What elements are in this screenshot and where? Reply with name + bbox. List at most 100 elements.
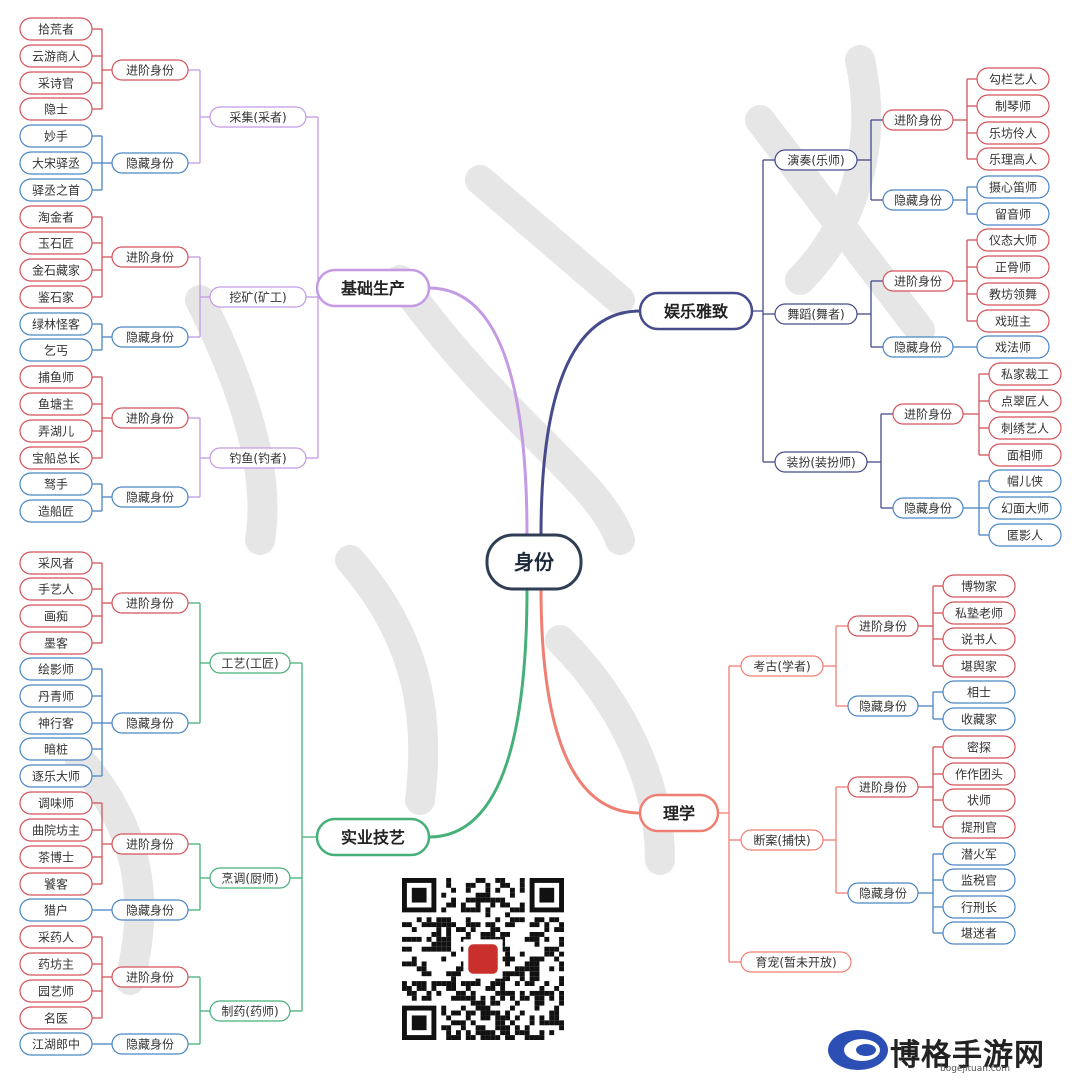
branch-ent[interactable]: 娱乐雅致 — [638, 291, 754, 331]
leaf-basic-1-0-3[interactable]: 鉴石家 — [19, 285, 93, 309]
group-sci-0-1[interactable]: 隐藏身份 — [847, 695, 919, 717]
leaf-basic-2-0-1[interactable]: 鱼塘主 — [19, 392, 93, 416]
sub-basic-0[interactable]: 采集(采者) — [209, 106, 307, 128]
leaf-craft-0-0-3[interactable]: 墨客 — [19, 631, 93, 655]
group-ent-1-0[interactable]: 进阶身份 — [882, 270, 954, 292]
sub-sci-2[interactable]: 育宠(暂未开放) — [740, 951, 852, 973]
leaf-craft-1-0-3[interactable]: 饕客 — [19, 872, 93, 896]
leaf-ent-0-0-0[interactable]: 勾栏艺人 — [976, 67, 1050, 91]
leaf-craft-2-1-0[interactable]: 江湖郎中 — [19, 1032, 93, 1056]
group-ent-1-1[interactable]: 隐藏身份 — [882, 336, 954, 358]
sub-craft-0[interactable]: 工艺(工匠) — [209, 652, 291, 674]
sub-craft-2[interactable]: 制药(药师) — [209, 1000, 291, 1022]
group-ent-2-0[interactable]: 进阶身份 — [892, 403, 964, 425]
root-node[interactable]: 身份 — [485, 533, 583, 591]
leaf-craft-2-0-1[interactable]: 药坊主 — [19, 952, 93, 976]
leaf-sci-0-1-0[interactable]: 相士 — [942, 680, 1016, 704]
leaf-basic-1-1-0[interactable]: 绿林怪客 — [19, 312, 93, 336]
leaf-ent-1-0-1[interactable]: 正骨师 — [976, 255, 1050, 279]
leaf-ent-2-0-1[interactable]: 点翠匠人 — [988, 389, 1062, 413]
group-craft-2-0[interactable]: 进阶身份 — [111, 966, 189, 988]
leaf-sci-0-0-0[interactable]: 博物家 — [942, 574, 1016, 598]
leaf-sci-1-1-3[interactable]: 堪迷者 — [942, 921, 1016, 945]
leaf-sci-1-0-0[interactable]: 密探 — [942, 735, 1016, 759]
sub-ent-2[interactable]: 装扮(装扮师) — [774, 451, 868, 473]
leaf-basic-2-0-0[interactable]: 捕鱼师 — [19, 365, 93, 389]
leaf-basic-1-0-0[interactable]: 淘金者 — [19, 205, 93, 229]
leaf-craft-0-1-4[interactable]: 逐乐大师 — [19, 764, 93, 788]
leaf-craft-2-0-3[interactable]: 名医 — [19, 1006, 93, 1030]
group-craft-1-0[interactable]: 进阶身份 — [111, 833, 189, 855]
leaf-sci-1-1-1[interactable]: 监税官 — [942, 868, 1016, 892]
sub-craft-1[interactable]: 烹调(厨师) — [209, 867, 291, 889]
leaf-basic-0-1-0[interactable]: 妙手 — [19, 124, 93, 148]
branch-basic[interactable]: 基础生产 — [315, 268, 431, 308]
leaf-ent-1-1-0[interactable]: 戏法师 — [976, 335, 1050, 359]
group-ent-0-1[interactable]: 隐藏身份 — [882, 189, 954, 211]
leaf-craft-0-1-3[interactable]: 暗桩 — [19, 737, 93, 761]
leaf-ent-2-1-1[interactable]: 幻面大师 — [988, 496, 1062, 520]
group-sci-1-1[interactable]: 隐藏身份 — [847, 882, 919, 904]
leaf-craft-1-1-0[interactable]: 猎户 — [19, 898, 93, 922]
leaf-sci-0-0-1[interactable]: 私塾老师 — [942, 601, 1016, 625]
leaf-basic-0-0-1[interactable]: 云游商人 — [19, 44, 93, 68]
leaf-ent-0-1-0[interactable]: 摄心笛师 — [976, 175, 1050, 199]
sub-sci-1[interactable]: 断案(捕快) — [740, 829, 824, 851]
leaf-craft-0-0-1[interactable]: 手艺人 — [19, 577, 93, 601]
leaf-ent-1-0-2[interactable]: 教坊领舞 — [976, 282, 1050, 306]
leaf-basic-0-1-1[interactable]: 大宋驿丞 — [19, 151, 93, 175]
group-craft-0-1[interactable]: 隐藏身份 — [111, 712, 189, 734]
group-basic-2-1[interactable]: 隐藏身份 — [111, 486, 189, 508]
leaf-basic-2-1-0[interactable]: 驽手 — [19, 472, 93, 496]
sub-ent-1[interactable]: 舞蹈(舞者) — [774, 303, 858, 325]
leaf-craft-1-0-2[interactable]: 茶博士 — [19, 845, 93, 869]
leaf-basic-0-0-0[interactable]: 拾荒者 — [19, 17, 93, 41]
leaf-basic-2-1-1[interactable]: 造船匠 — [19, 499, 93, 523]
branch-sci[interactable]: 理学 — [638, 793, 720, 833]
leaf-craft-0-0-0[interactable]: 采风者 — [19, 551, 93, 575]
leaf-craft-2-0-0[interactable]: 采药人 — [19, 925, 93, 949]
leaf-ent-1-0-3[interactable]: 戏班主 — [976, 309, 1050, 333]
group-ent-2-1[interactable]: 隐藏身份 — [892, 497, 964, 519]
leaf-basic-2-0-2[interactable]: 弄湖儿 — [19, 419, 93, 443]
leaf-ent-0-0-2[interactable]: 乐坊伶人 — [976, 121, 1050, 145]
sub-ent-0[interactable]: 演奏(乐师) — [774, 149, 858, 171]
group-craft-2-1[interactable]: 隐藏身份 — [111, 1033, 189, 1055]
group-basic-1-1[interactable]: 隐藏身份 — [111, 326, 189, 348]
leaf-sci-0-0-3[interactable]: 堪舆家 — [942, 654, 1016, 678]
leaf-ent-0-0-3[interactable]: 乐理高人 — [976, 147, 1050, 171]
leaf-basic-2-0-3[interactable]: 宝船总长 — [19, 446, 93, 470]
leaf-craft-0-0-2[interactable]: 画痴 — [19, 604, 93, 628]
leaf-ent-2-1-2[interactable]: 匿影人 — [988, 523, 1062, 547]
leaf-craft-0-1-1[interactable]: 丹青师 — [19, 684, 93, 708]
group-craft-0-0[interactable]: 进阶身份 — [111, 592, 189, 614]
leaf-ent-2-0-0[interactable]: 私家裁工 — [988, 362, 1062, 386]
sub-sci-0[interactable]: 考古(学者) — [740, 655, 824, 677]
group-sci-0-0[interactable]: 进阶身份 — [847, 615, 919, 637]
leaf-basic-0-1-2[interactable]: 驿丞之首 — [19, 178, 93, 202]
leaf-ent-1-0-0[interactable]: 仪态大师 — [976, 228, 1050, 252]
leaf-craft-0-1-0[interactable]: 绘影师 — [19, 657, 93, 681]
group-sci-1-0[interactable]: 进阶身份 — [847, 776, 919, 798]
group-basic-1-0[interactable]: 进阶身份 — [111, 246, 189, 268]
leaf-sci-1-1-2[interactable]: 行刑长 — [942, 895, 1016, 919]
leaf-sci-0-1-1[interactable]: 收藏家 — [942, 707, 1016, 731]
group-basic-0-0[interactable]: 进阶身份 — [111, 59, 189, 81]
leaf-sci-0-0-2[interactable]: 说书人 — [942, 627, 1016, 651]
leaf-basic-1-1-1[interactable]: 乞丐 — [19, 338, 93, 362]
leaf-ent-2-0-3[interactable]: 面相师 — [988, 443, 1062, 467]
leaf-basic-1-0-2[interactable]: 金石藏家 — [19, 258, 93, 282]
group-craft-1-1[interactable]: 隐藏身份 — [111, 899, 189, 921]
group-basic-0-1[interactable]: 隐藏身份 — [111, 152, 189, 174]
leaf-basic-0-0-2[interactable]: 采诗官 — [19, 71, 93, 95]
leaf-ent-2-1-0[interactable]: 帽儿侠 — [988, 469, 1062, 493]
leaf-ent-2-0-2[interactable]: 刺绣艺人 — [988, 416, 1062, 440]
leaf-ent-0-1-1[interactable]: 留音师 — [976, 202, 1050, 226]
group-basic-2-0[interactable]: 进阶身份 — [111, 407, 189, 429]
sub-basic-1[interactable]: 挖矿(矿工) — [209, 286, 307, 308]
leaf-craft-0-1-2[interactable]: 神行客 — [19, 711, 93, 735]
leaf-ent-0-0-1[interactable]: 制琴师 — [976, 94, 1050, 118]
leaf-craft-2-0-2[interactable]: 园艺师 — [19, 979, 93, 1003]
branch-craft[interactable]: 实业技艺 — [315, 817, 431, 857]
leaf-craft-1-0-1[interactable]: 曲院坊主 — [19, 818, 93, 842]
